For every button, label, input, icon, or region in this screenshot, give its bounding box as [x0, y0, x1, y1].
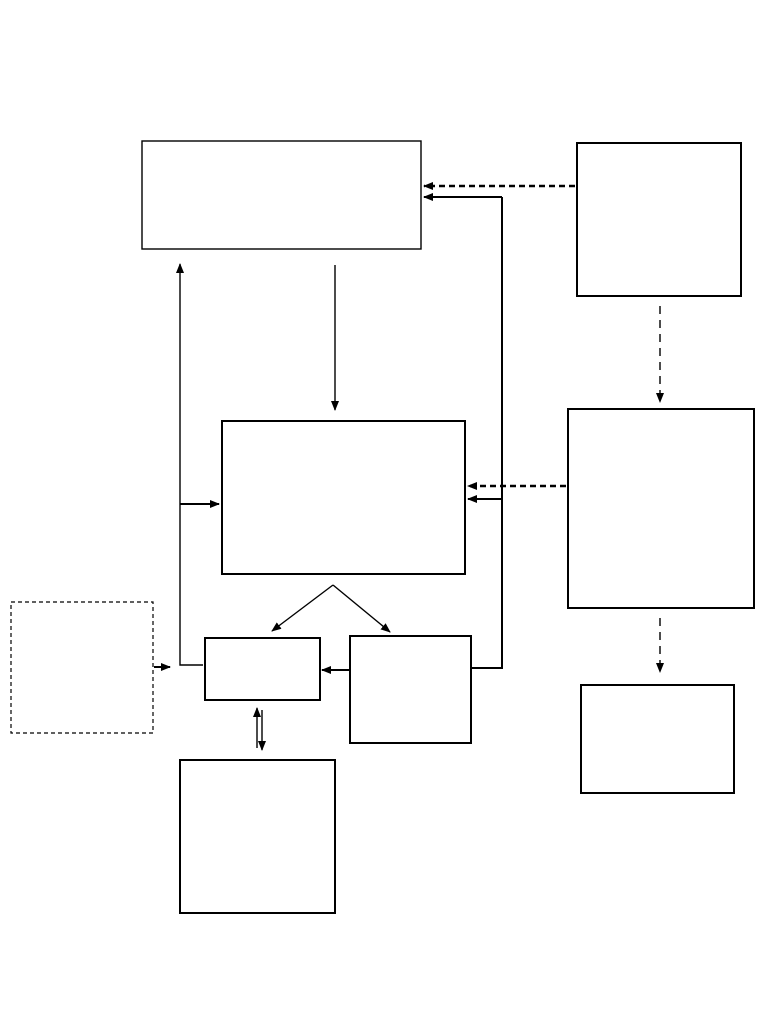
arrow-middle-center-to-small-right	[332, 584, 391, 633]
connector-right-trunk	[471, 197, 503, 669]
connector-left-trunk	[176, 263, 203, 666]
arrow-middle-center-to-small-left	[271, 584, 334, 632]
box-middle-right	[567, 408, 755, 609]
box-small-left	[204, 637, 321, 701]
box-top-center	[141, 140, 422, 250]
box-left-dashed	[10, 601, 154, 734]
box-bottom-left	[179, 759, 336, 914]
box-top-right	[576, 142, 742, 297]
box-small-right	[349, 635, 472, 744]
box-middle-center	[221, 420, 466, 575]
box-bottom-right	[580, 684, 735, 794]
